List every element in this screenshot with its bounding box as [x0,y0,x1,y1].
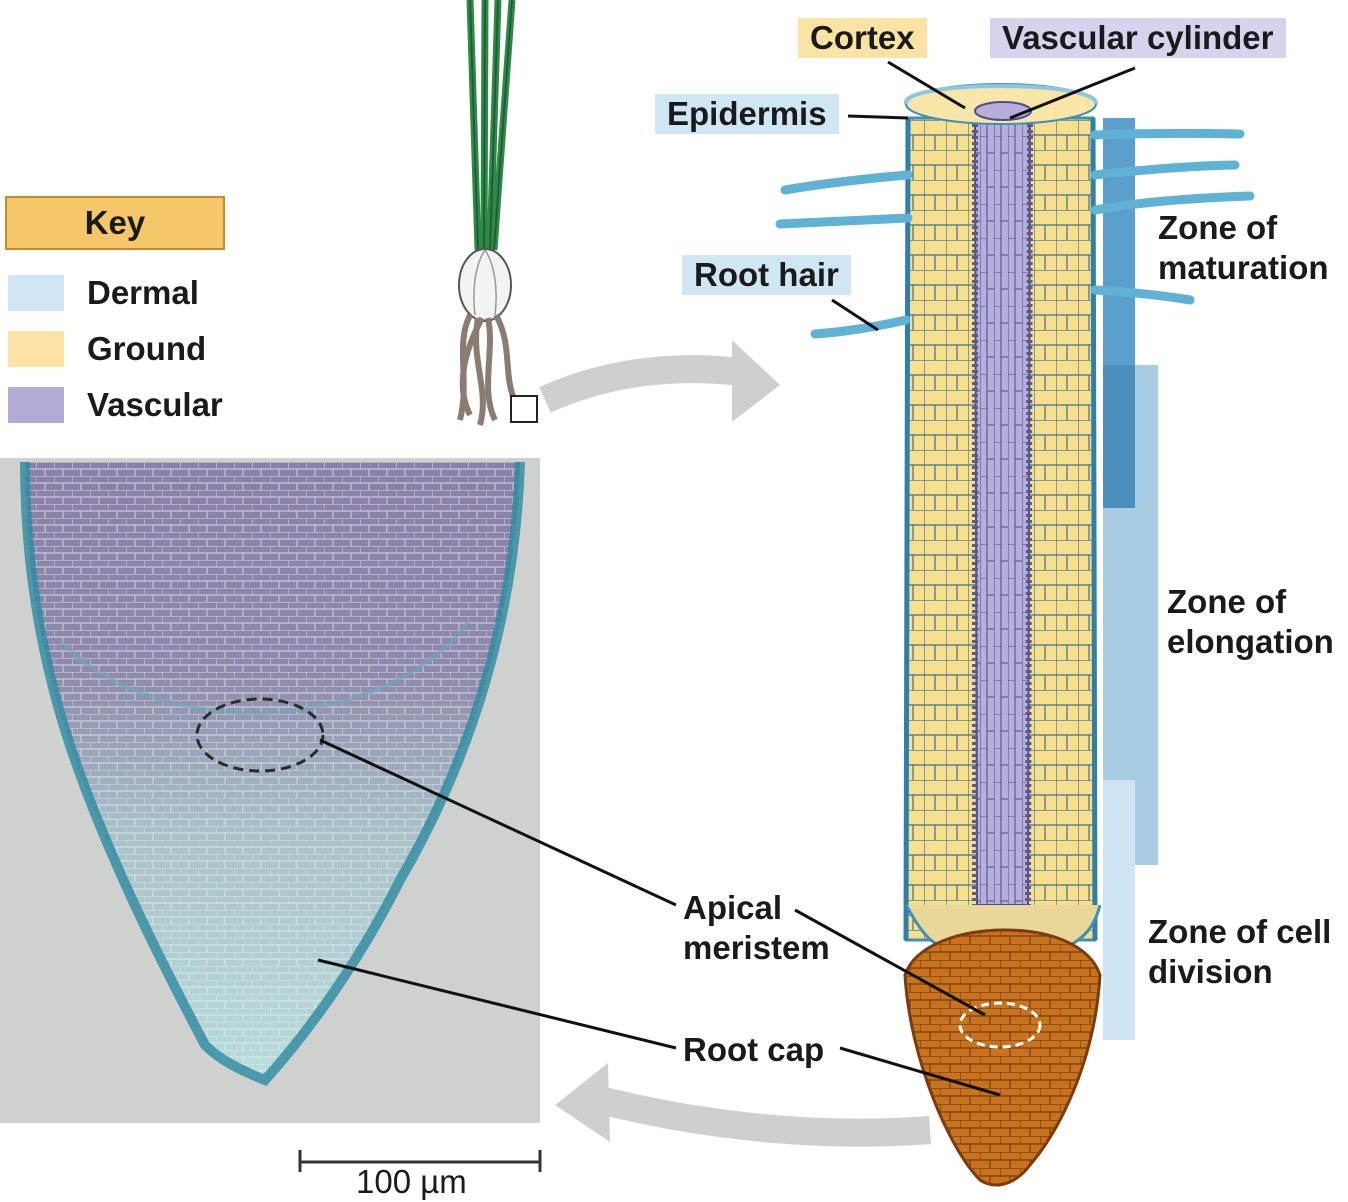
label-scale-bar: 100 µm [356,1163,467,1200]
ground-swatch [8,331,64,367]
leader-lines [317,60,1136,1097]
label-zone-elongation: Zone of elongation [1167,583,1334,660]
onion-plant-illustration [457,0,538,426]
flow-arrows [539,340,932,1147]
label-epidermis: Epidermis [655,94,839,134]
magnified-region-box [510,395,538,423]
key-label-dermal: Dermal [87,274,199,311]
label-zone-cell-division: Zone of cell division [1148,913,1332,990]
arrow-right-icon [732,340,780,422]
arrow-left-icon [555,1063,610,1142]
meristem-outline-micrograph [195,697,325,773]
key-title: Key [5,196,225,250]
dermal-swatch [8,275,64,311]
meristem-outline-diagram [958,1001,1042,1049]
key-label-vascular: Vascular [87,386,223,423]
label-cortex: Cortex [798,18,927,58]
label-root-cap: Root cap [683,1031,825,1068]
label-zone-maturation: Zone of maturation [1158,209,1329,286]
scale-bar [298,1150,542,1172]
label-root-hair: Root hair [682,255,851,295]
label-vascular-cylinder: Vascular cylinder [990,18,1286,58]
label-apical-meristem: Apical meristem [683,889,830,966]
micrograph [0,458,540,1123]
vascular-swatch [8,387,64,423]
key-label-ground: Ground [87,330,207,367]
zone-division-bar [1103,780,1135,1040]
